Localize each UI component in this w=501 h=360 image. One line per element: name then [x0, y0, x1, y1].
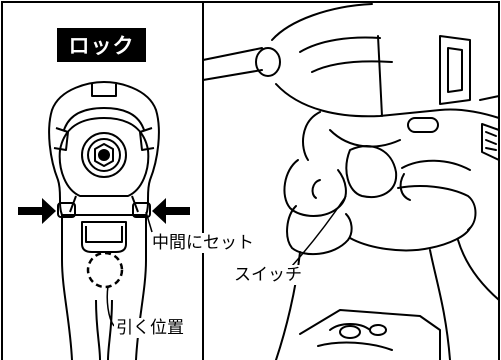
label-switch: スイッチ	[232, 265, 304, 285]
hand-on-tool-view	[202, 3, 500, 360]
lock-badge: ロック	[57, 28, 146, 62]
tool-front-view	[48, 81, 160, 360]
arrow-left-icon	[152, 198, 190, 224]
pull-position-marker	[86, 251, 124, 289]
label-pull-position: 引く位置	[114, 318, 186, 338]
arrow-right-icon	[18, 198, 56, 224]
label-set-center: 中間にセット	[150, 233, 256, 253]
